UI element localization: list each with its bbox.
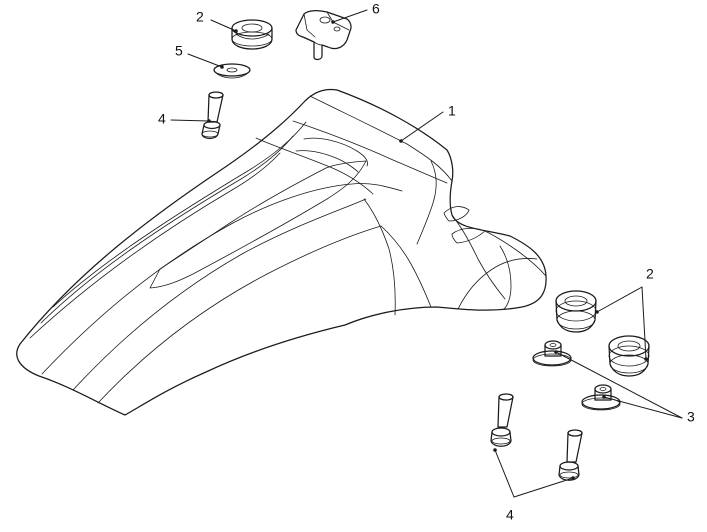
- callout-1-main-label: 1: [448, 103, 456, 119]
- callout-4-bottom-label: 4: [506, 507, 514, 523]
- right-rubber-grommet-lower: [608, 335, 650, 377]
- bottom-bolt-left: [490, 393, 514, 447]
- right-flanged-bushing-left: [532, 340, 572, 367]
- top-bolt: [201, 91, 224, 140]
- bottom-bolt-right: [558, 429, 583, 481]
- rear-fender-body: [16, 88, 547, 416]
- callout-4-top-label: 4: [158, 111, 166, 127]
- callout-6-top-label: 6: [372, 1, 380, 17]
- callout-2-top-label: 2: [196, 9, 204, 25]
- callout-labels: 2 6 5 4 1 2 3 4: [158, 1, 695, 523]
- top-flat-washer: [213, 63, 251, 79]
- callout-5-top-label: 5: [175, 43, 183, 59]
- top-mounting-bracket: [295, 10, 352, 61]
- leader-lines: [170, 9, 683, 498]
- top-rubber-grommet: [231, 19, 273, 50]
- callout-2-right-label: 2: [646, 266, 654, 282]
- right-flanged-bushing-right: [581, 384, 621, 411]
- right-rubber-grommet-upper: [555, 290, 597, 333]
- callout-3-right-label: 3: [687, 409, 695, 425]
